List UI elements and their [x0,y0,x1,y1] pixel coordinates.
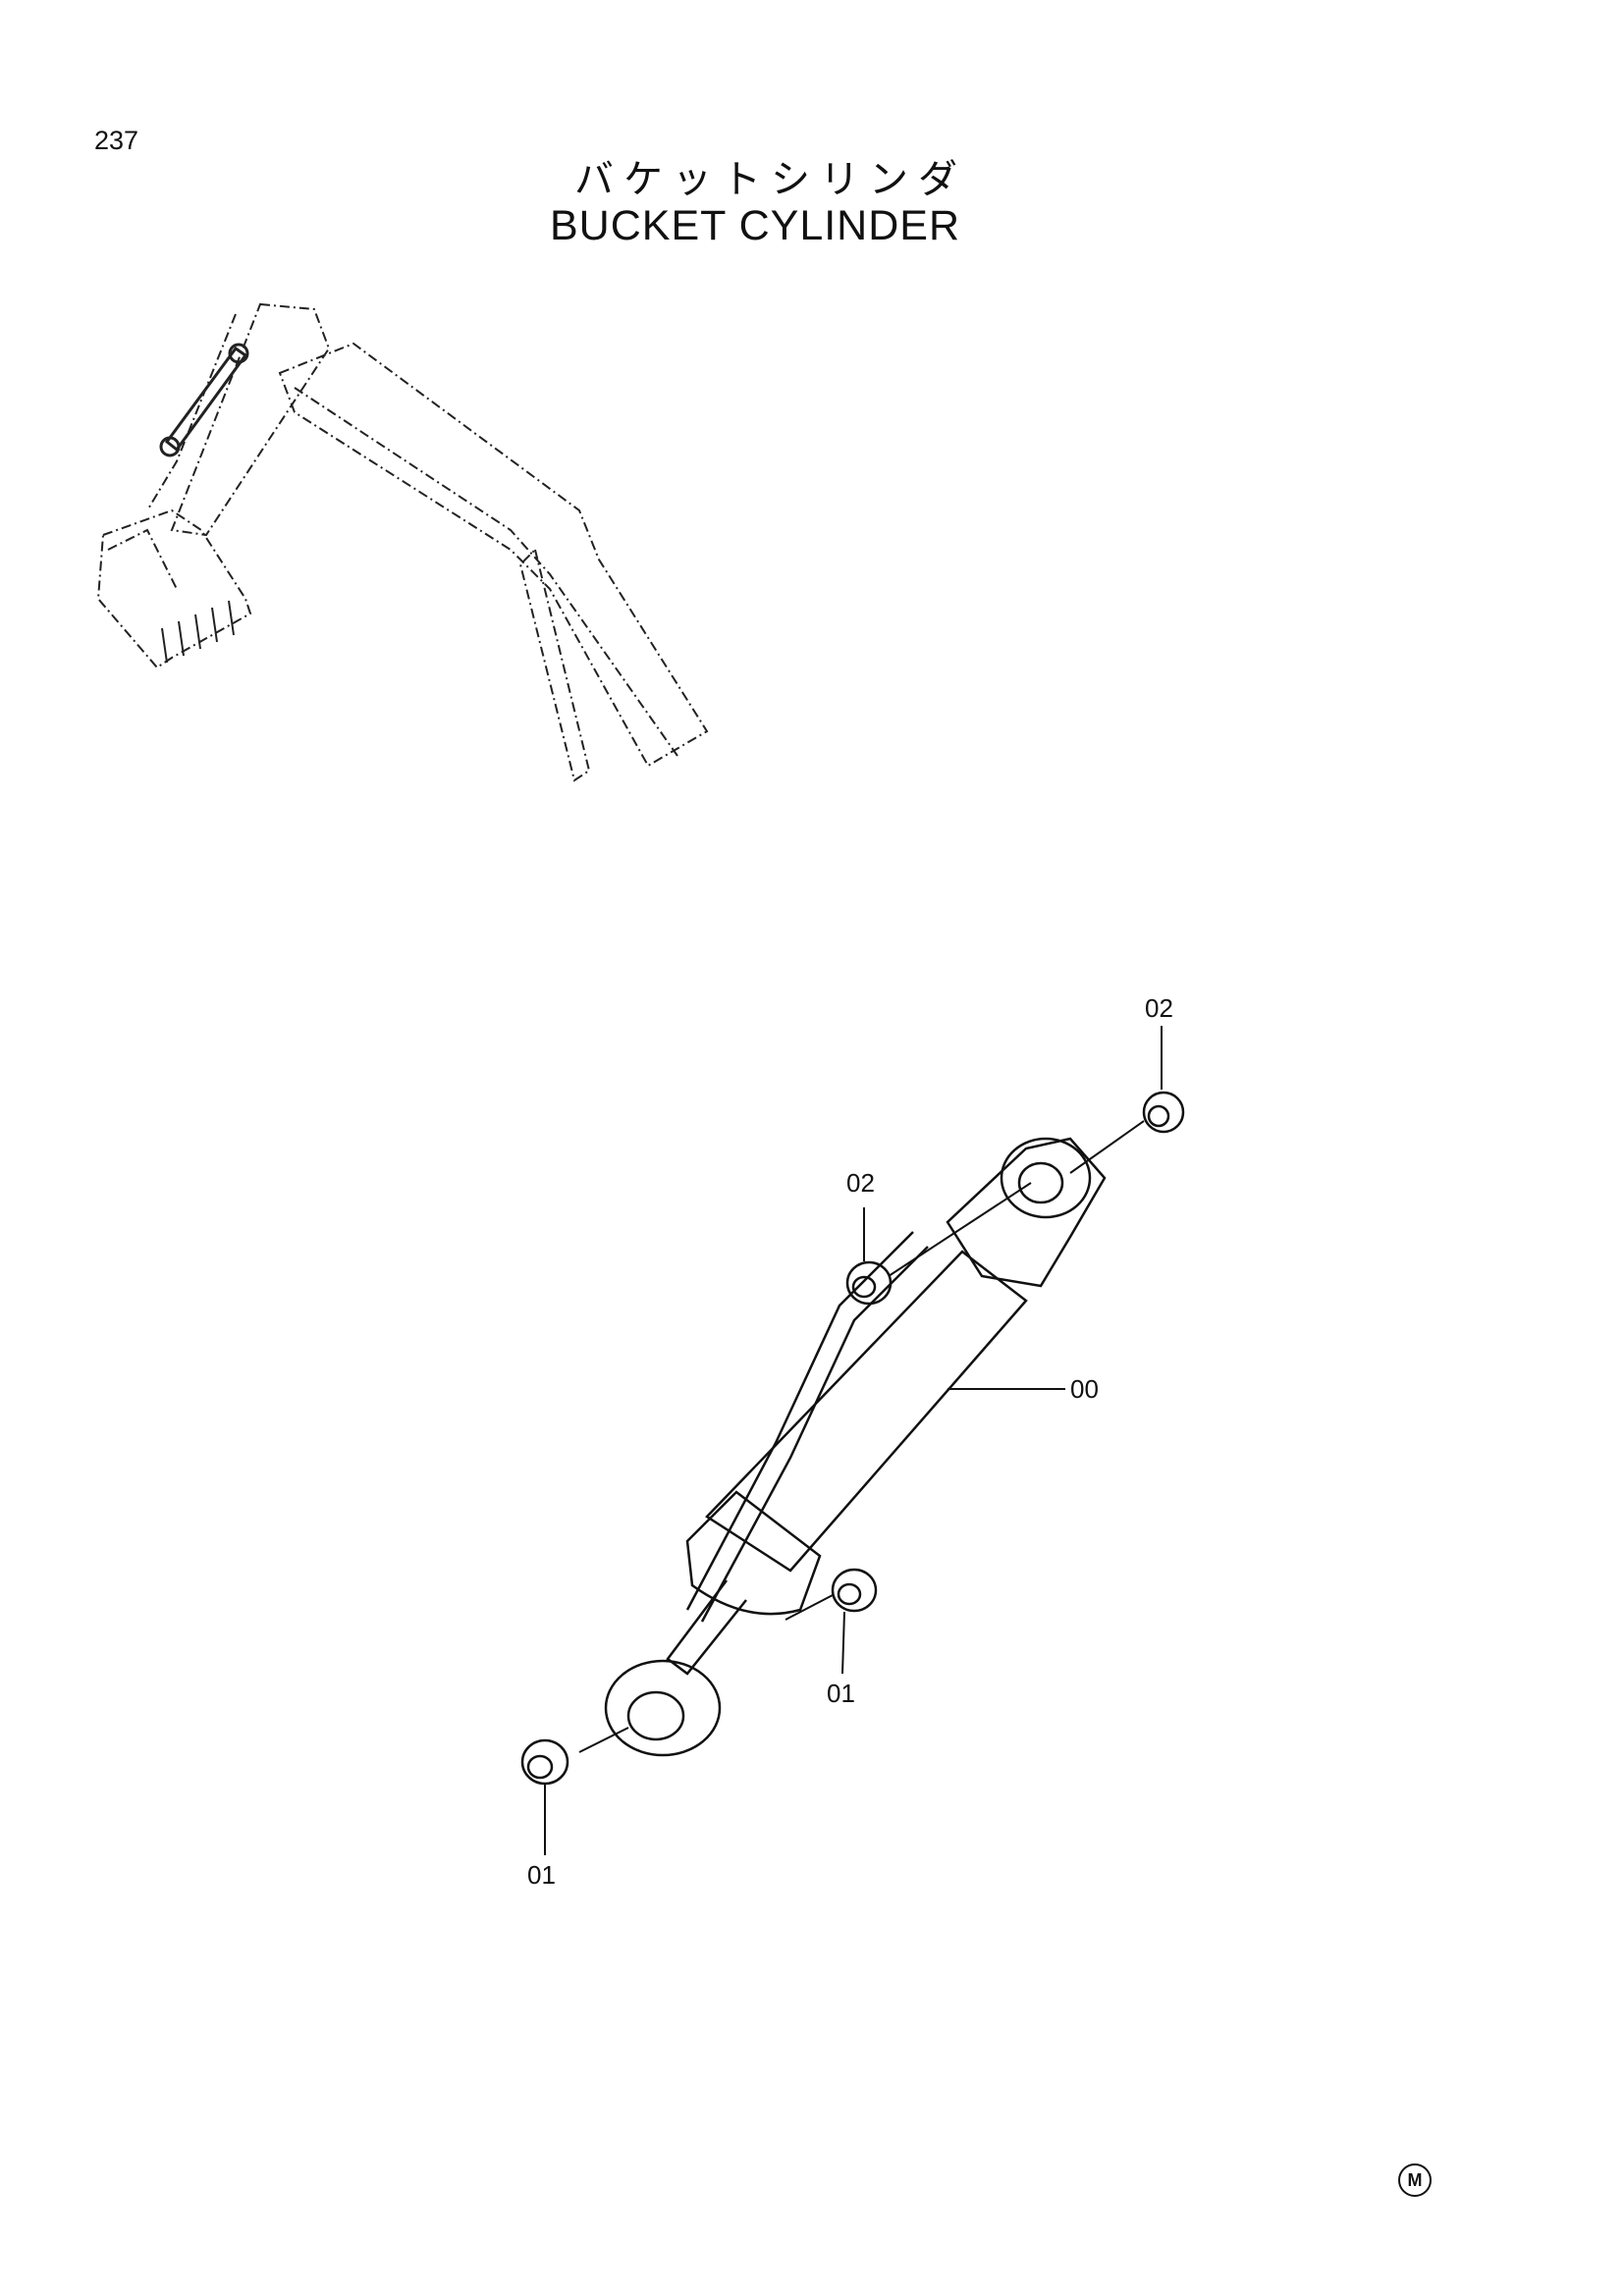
bushing-02-right [1142,1091,1185,1134]
bushing-01-right [831,1568,878,1613]
callout-02-right: 02 [1145,993,1173,1023]
page-number: 237 [94,126,139,155]
bushing-02-left [845,1260,893,1306]
bushing-01-left [520,1738,569,1786]
highlighted-bucket-cylinder [159,343,249,457]
callout-01-left: 01 [527,1860,556,1890]
rod-end-housing [946,1137,1107,1288]
callout-00-body: 00 [1070,1374,1099,1404]
head-end-band [685,1490,822,1616]
bottom-eye-bore [626,1690,685,1741]
hydraulic-pipe [685,1231,929,1623]
piston-rod [666,1579,747,1676]
rod-end-eye-bore [1017,1161,1064,1204]
page-title-english: BUCKET CYLINDER [550,202,961,249]
leader-lines [544,1026,1163,1855]
arm-boom-outline [96,302,709,782]
cylinder-tube [705,1250,1028,1573]
bucket-teeth [161,600,235,664]
callout-01-right: 01 [827,1679,855,1708]
callout-02-left: 02 [846,1168,875,1198]
circled-m-mark: M [1398,2163,1432,2197]
bottom-eye [604,1659,722,1757]
rod-end-eye [1000,1137,1092,1219]
page-title-japanese: バケットシリンダ [574,157,967,202]
